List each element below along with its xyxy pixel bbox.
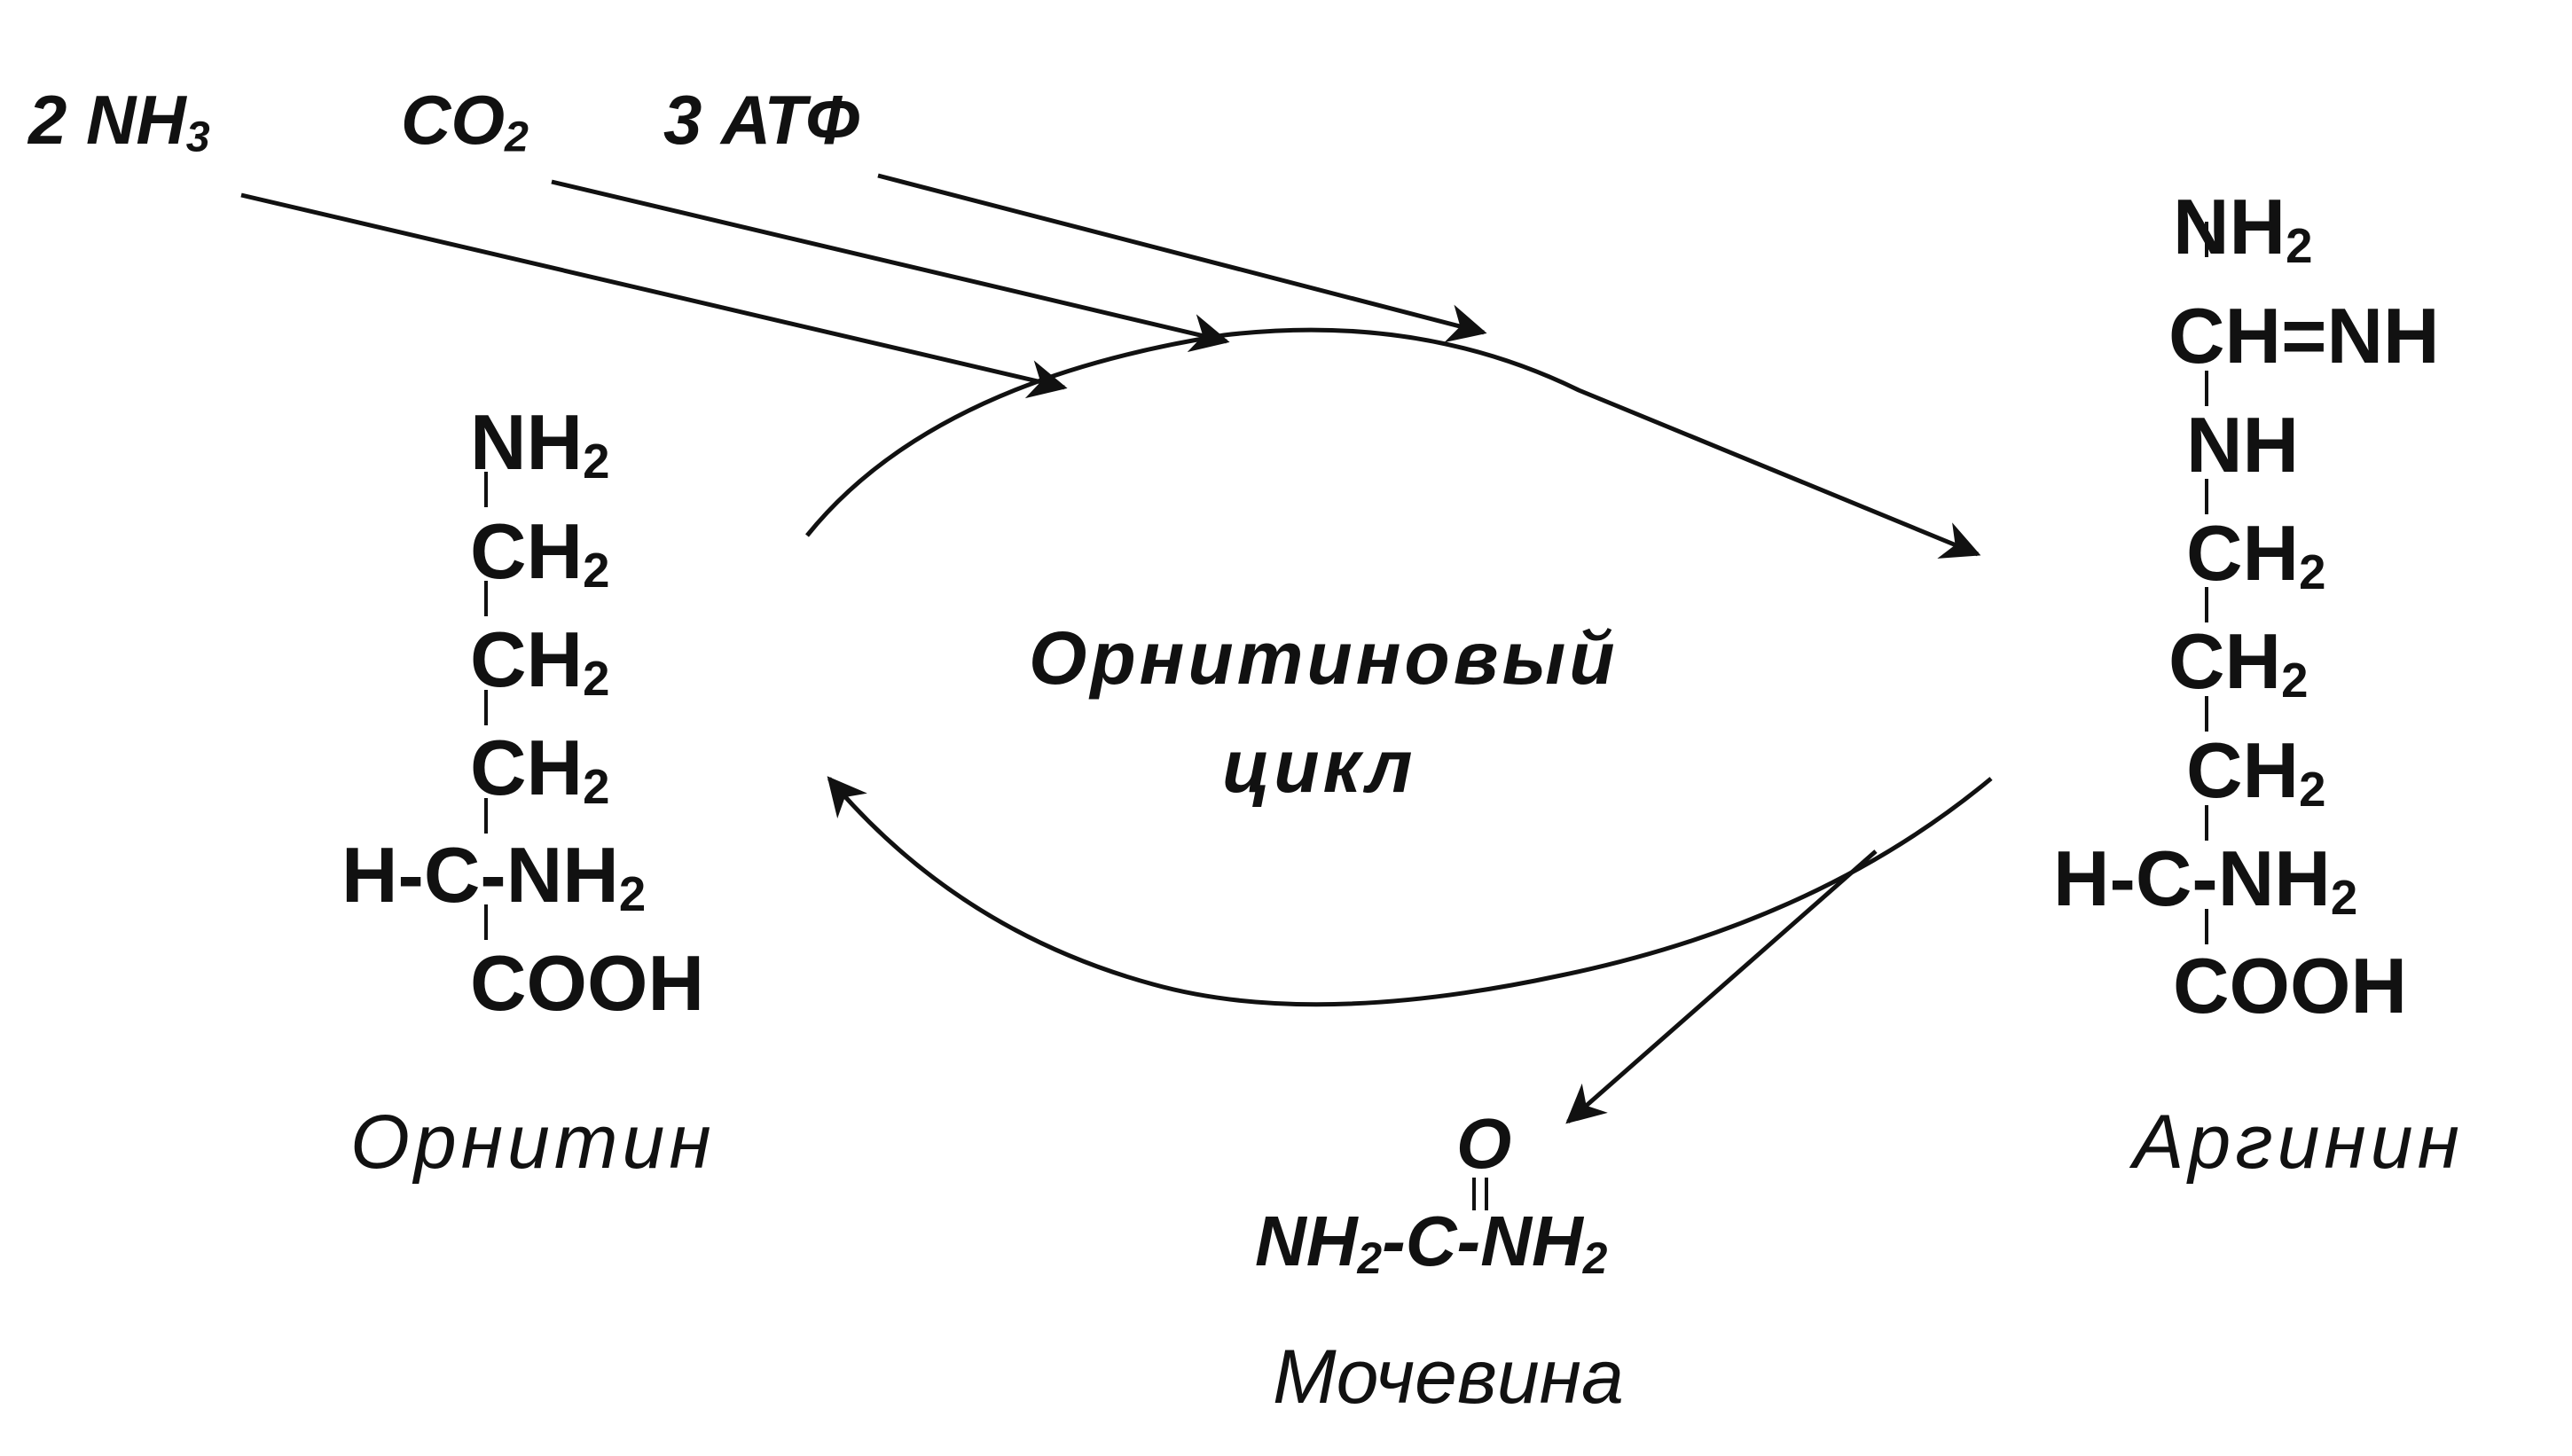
urea-name: Мочевина [1273,1335,1624,1420]
atp-input-arrow [877,173,1487,343]
ornithine-line-6: COOH [470,939,704,1027]
cycle-title-line1: Орнитиновый [1029,616,1619,700]
nh3-label: 2 NH3 [28,81,210,161]
cycle-lower-arc [827,776,1993,1007]
arginine-line-7: H-C-NH2 [2053,834,2358,925]
arginine-line-6: CH2 [2186,726,2326,817]
ornithine-line-5: H-C-NH2 [341,831,647,921]
ornithine-name: Орнитин [350,1100,716,1185]
arginine-line-5: CH2 [2168,617,2309,708]
arginine-line-3: NH [2186,401,2300,489]
arginine-line-8: COOH [2173,942,2407,1029]
arginine-line-1: NH2 [2173,183,2313,273]
urea-output-arrow [1565,849,1878,1124]
co2-label: CO2 [401,81,529,161]
arginine-name: Аргинин [2133,1100,2464,1185]
ornithine-line-2: CH2 [470,507,610,598]
cycle-title-line2: цикл [1222,724,1416,808]
atp-label: 3 АТФ [663,81,860,159]
arginine-line-2: CH=NH [2168,292,2440,380]
arginine-line-4: CH2 [2186,509,2326,599]
ornithine-line-4: CH2 [470,724,610,814]
urea-double-bond [1472,1178,1488,1210]
urea-oxygen: O [1456,1104,1512,1183]
co2-input-arrow [551,179,1230,353]
ornithine-line-3: CH2 [470,615,610,706]
nh3-input-arrow [240,192,1068,399]
cycle-upper-arc [805,327,1981,559]
urea-main-line: NH2-C-NH2 [1255,1202,1608,1283]
ornithine-line-1: NH2 [470,398,610,489]
